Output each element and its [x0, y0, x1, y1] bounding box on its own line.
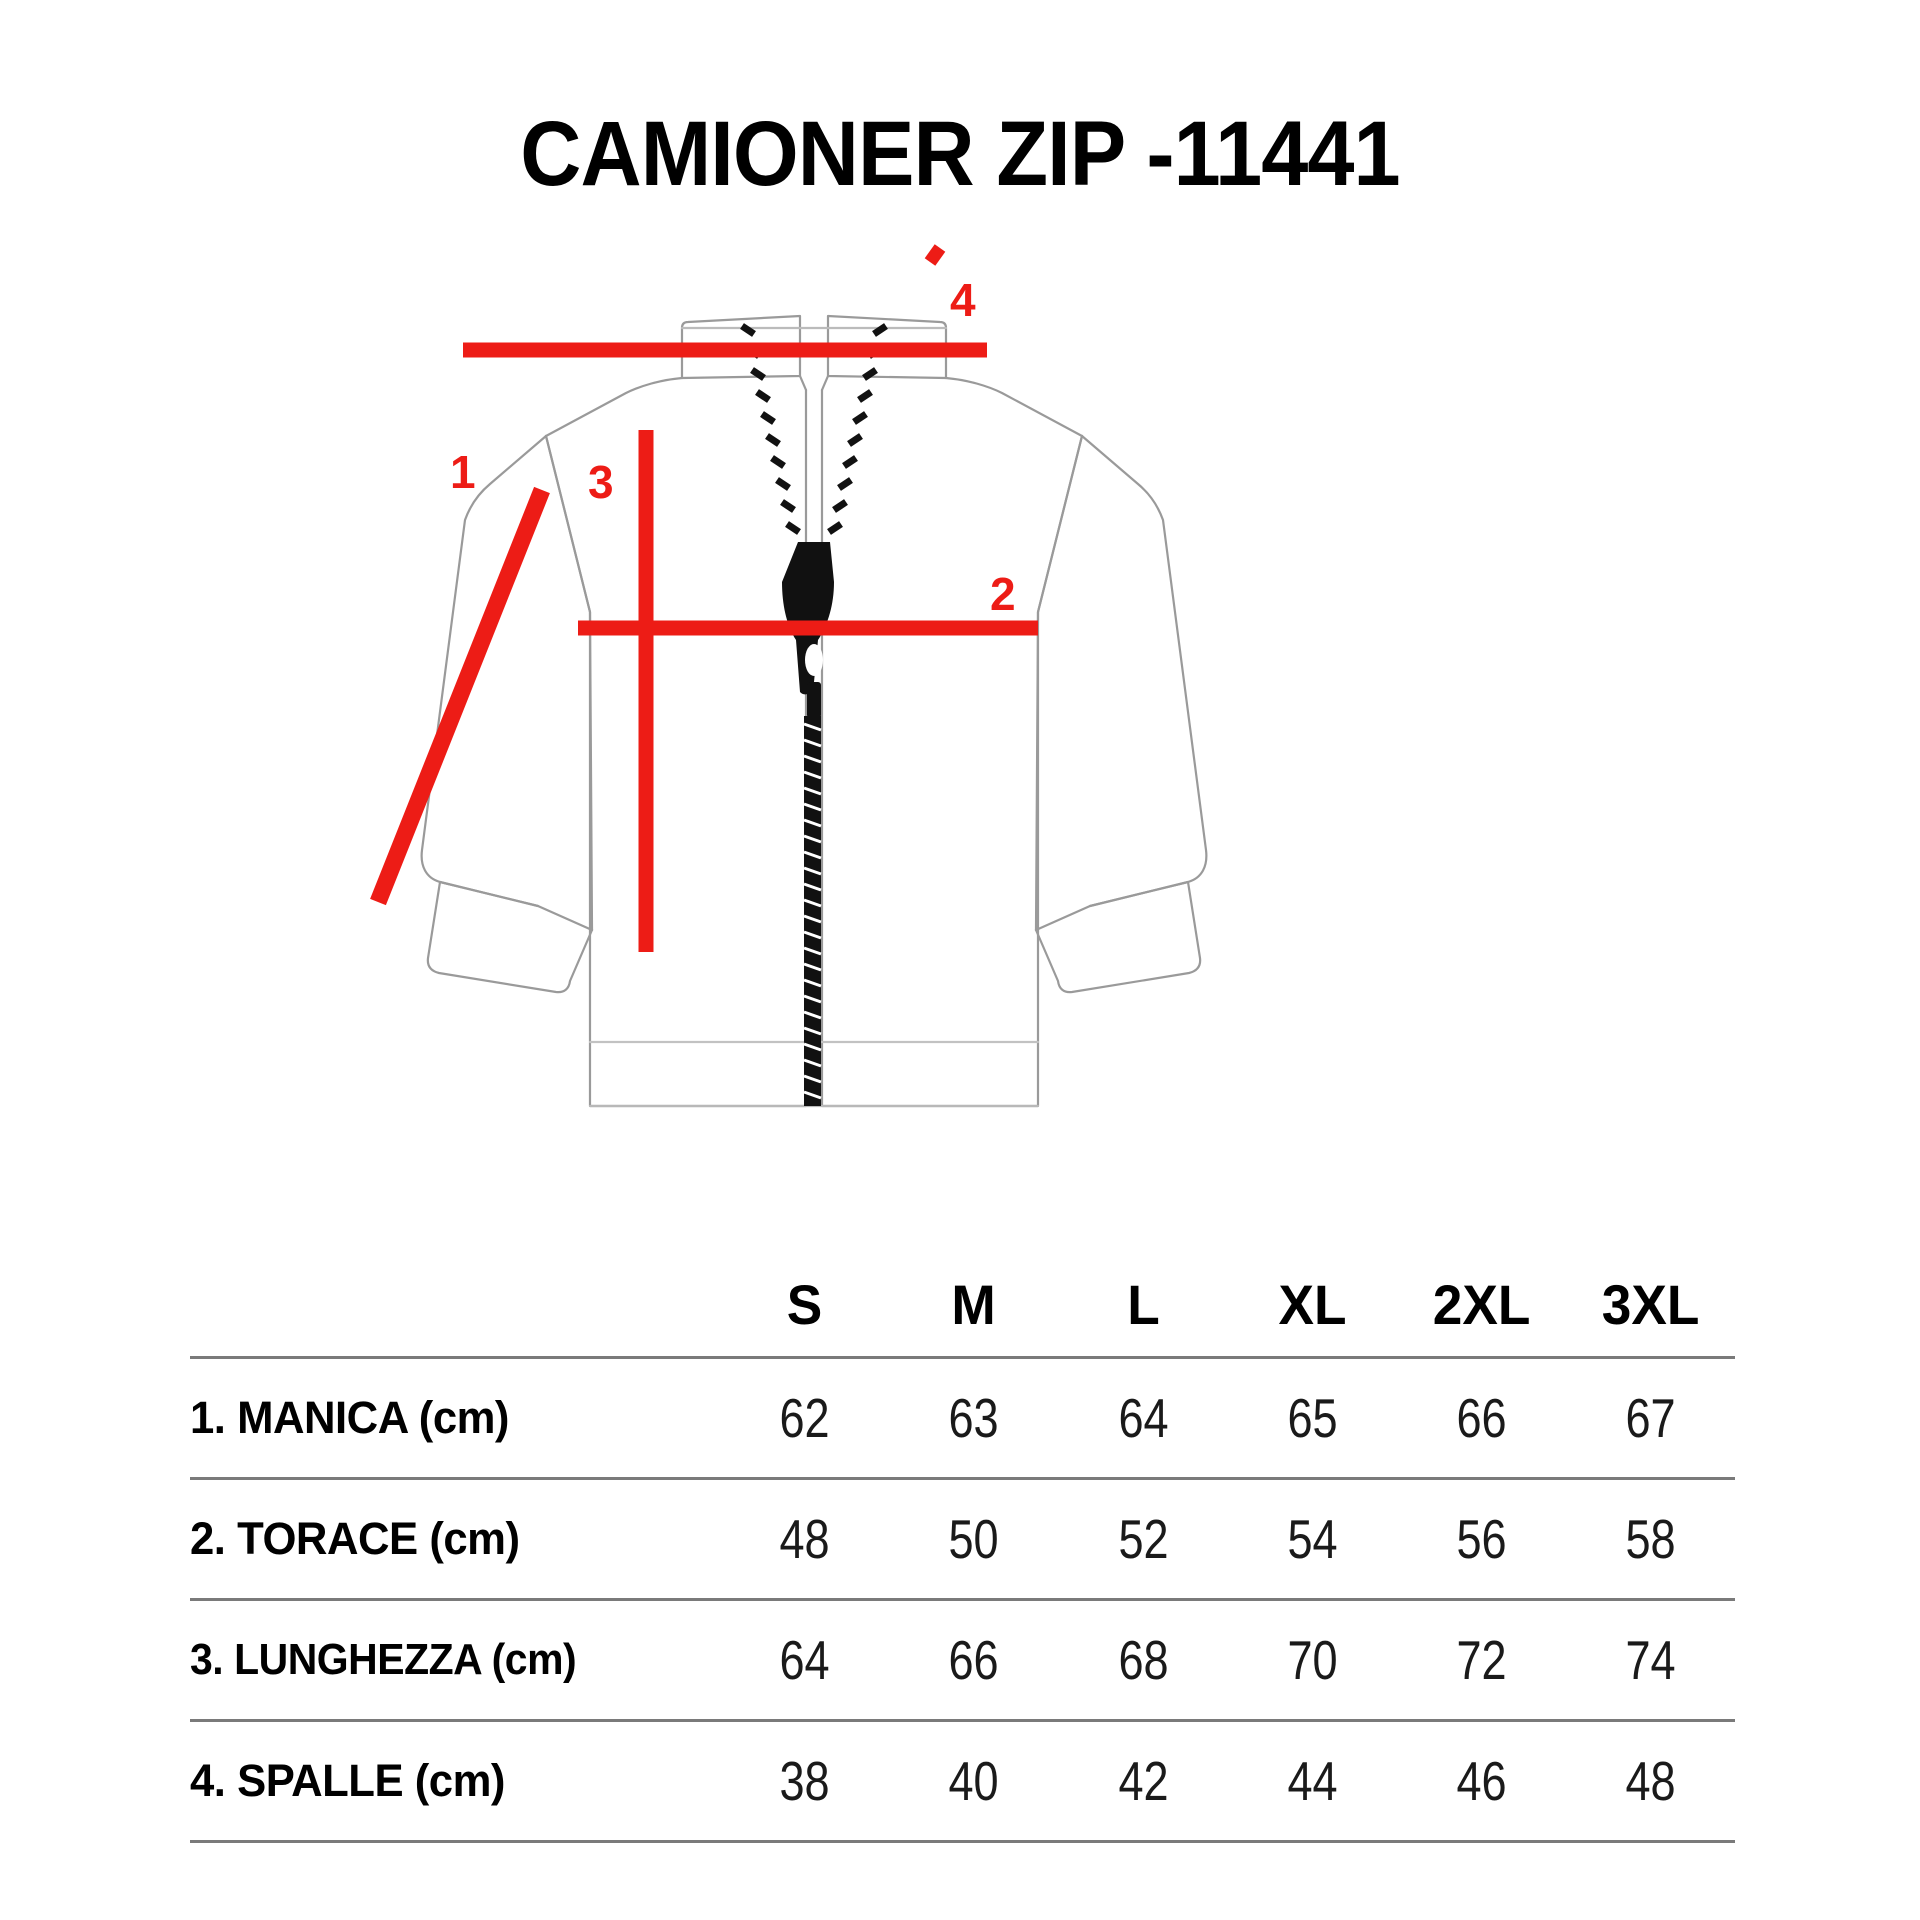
shoulder-seam-left — [544, 376, 684, 438]
cell-lunghezza-m: 66 — [948, 1629, 1000, 1691]
table-row: 4. SPALLE (cm) 38 40 42 44 46 48 — [190, 1722, 1735, 1840]
header-size-s: S — [787, 1272, 823, 1336]
cell-spalle-xl: 44 — [1287, 1750, 1338, 1812]
cuff-seam-left — [438, 880, 594, 932]
jacket-technical-drawing-svg: 1 2 3 4 — [370, 244, 1208, 1108]
cell-manica-m: 63 — [948, 1387, 1000, 1449]
row-label-spalle: 4. SPALLE (cm) — [190, 1755, 505, 1806]
measure-label-2: 2 — [990, 568, 1016, 620]
measure-line-1-sleeve — [370, 486, 550, 906]
row-label-manica: 1. MANICA (cm) — [190, 1392, 509, 1443]
cell-torace-l: 52 — [1118, 1508, 1169, 1570]
cell-lunghezza-3xl: 74 — [1625, 1629, 1676, 1691]
measure-label-4: 4 — [950, 274, 976, 326]
cell-torace-xl: 54 — [1287, 1508, 1338, 1570]
table-rule — [190, 1598, 1735, 1601]
zipper-pull-tab — [807, 682, 821, 718]
table-header-row: S M L XL 2XL 3XL — [190, 1262, 1735, 1356]
cell-lunghezza-xl: 70 — [1287, 1629, 1338, 1691]
measure-label-3: 3 — [588, 456, 614, 508]
zipper-track-teeth — [803, 722, 822, 1100]
placket-edge-left — [798, 374, 808, 392]
body-panel-left — [544, 388, 808, 1108]
cuff-right — [1034, 880, 1202, 994]
zipper-group — [740, 323, 888, 1106]
table-rule — [190, 1356, 1735, 1359]
shoulder-seam-right — [944, 376, 1084, 438]
cell-manica-2xl: 66 — [1456, 1387, 1507, 1449]
sleeve-outer-right — [1080, 434, 1208, 908]
size-chart-table: S M L XL 2XL 3XL 1. MANICA (cm) 62 63 64… — [190, 1262, 1735, 1843]
cell-spalle-3xl: 48 — [1625, 1750, 1676, 1812]
header-size-xl: XL — [1278, 1272, 1347, 1336]
cell-lunghezza-l: 68 — [1118, 1629, 1169, 1691]
row-label-lunghezza: 3. LUNGHEZZA (cm) — [190, 1635, 577, 1684]
page-title-container: CAMIONER ZIP -11441 — [0, 108, 1920, 200]
page-title: CAMIONER ZIP -11441 — [520, 103, 1400, 205]
zipper-track-closed — [804, 716, 821, 1106]
row-label-torace: 2. TORACE (cm) — [190, 1513, 520, 1564]
measure-tick-4 — [924, 244, 946, 266]
cell-spalle-l: 42 — [1118, 1750, 1169, 1812]
table-row: 3. LUNGHEZZA (cm) 64 66 68 70 72 74 — [190, 1601, 1735, 1719]
sleeve-inner-right — [1034, 434, 1084, 932]
cell-manica-xl: 65 — [1287, 1387, 1338, 1449]
table-row: 2. TORACE (cm) 48 50 52 54 56 58 — [190, 1480, 1735, 1598]
cell-torace-2xl: 56 — [1456, 1508, 1507, 1570]
sleeve-inner-left — [544, 434, 594, 932]
header-size-3xl: 3XL — [1601, 1272, 1700, 1336]
cuff-left — [426, 880, 594, 994]
measurement-lines-group — [370, 244, 1038, 952]
cell-spalle-s: 38 — [779, 1750, 830, 1812]
measure-label-1: 1 — [450, 446, 476, 498]
cell-torace-s: 48 — [779, 1508, 830, 1570]
cell-lunghezza-2xl: 72 — [1456, 1629, 1507, 1691]
measurement-labels-group: 1 2 3 4 — [450, 274, 1016, 620]
cell-torace-3xl: 58 — [1625, 1508, 1676, 1570]
cell-spalle-2xl: 46 — [1456, 1750, 1507, 1812]
header-size-m: M — [951, 1272, 997, 1336]
cell-spalle-m: 40 — [948, 1750, 1000, 1812]
header-size-l: L — [1126, 1272, 1160, 1336]
placket-edge-right — [820, 374, 830, 392]
jacket-illustration: 1 2 3 4 — [330, 230, 1610, 1220]
table-rule — [190, 1840, 1735, 1843]
header-measure-label — [203, 1262, 707, 1356]
cell-lunghezza-s: 64 — [779, 1629, 830, 1691]
cell-manica-l: 64 — [1118, 1387, 1169, 1449]
header-size-2xl: 2XL — [1432, 1272, 1531, 1336]
body-panel-right — [820, 388, 1084, 1108]
sleeve-outer-left — [420, 434, 548, 908]
cell-manica-3xl: 67 — [1625, 1387, 1676, 1449]
cuff-seam-right — [1034, 880, 1190, 932]
cell-torace-m: 50 — [948, 1508, 1000, 1570]
zipper-pull-hole — [805, 644, 823, 676]
table-rule — [190, 1719, 1735, 1722]
table-rule — [190, 1477, 1735, 1480]
cell-manica-s: 62 — [779, 1387, 830, 1449]
zipper-slider — [782, 542, 834, 695]
table-row: 1. MANICA (cm) 62 63 64 65 66 67 — [190, 1359, 1735, 1477]
